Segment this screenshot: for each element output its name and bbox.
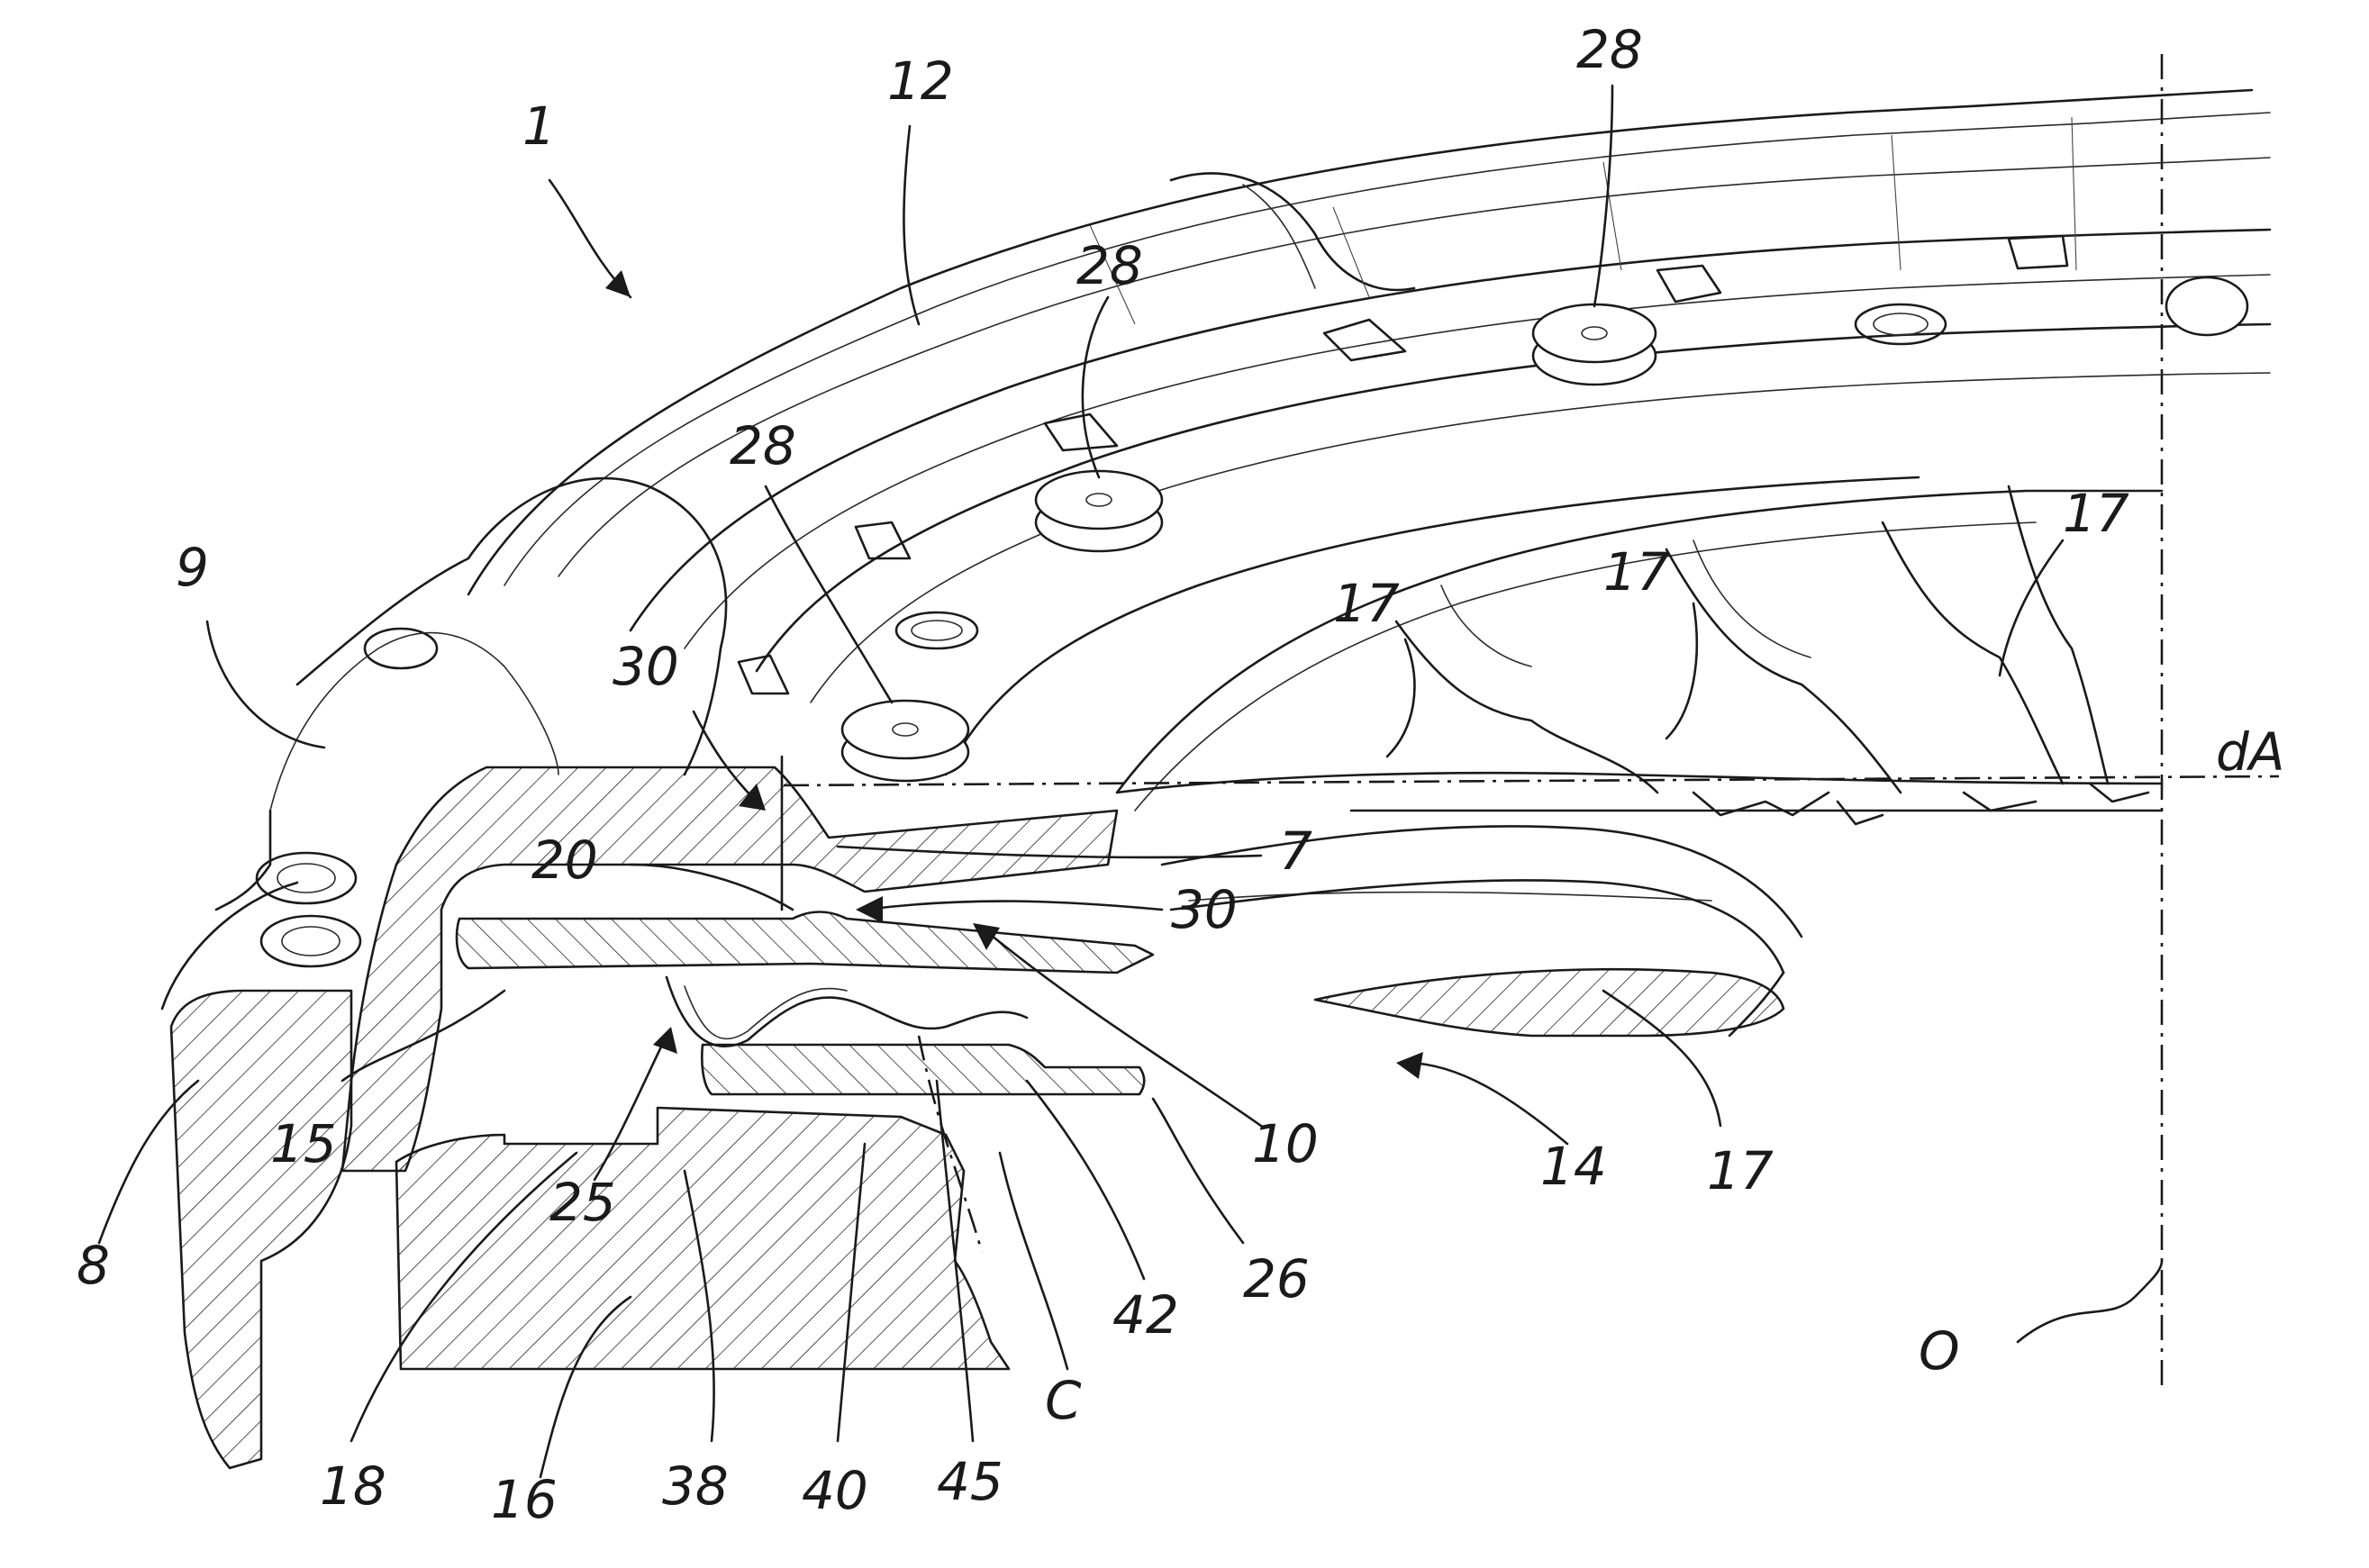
ref-17-d: 17: [1707, 1140, 1774, 1201]
rivets-28: [842, 277, 2247, 781]
ref-14: 14: [1540, 1136, 1607, 1197]
rivet-left: [842, 701, 968, 781]
ref-38: 38: [662, 1455, 729, 1517]
ref-42: 42: [1112, 1284, 1179, 1346]
ref-15: 15: [270, 1113, 337, 1174]
ref-30-lower: 30: [1171, 879, 1238, 940]
ref-16: 16: [491, 1469, 558, 1530]
ref-12: 12: [887, 50, 954, 112]
ref-7: 7: [1279, 820, 1312, 882]
ref-17-b: 17: [1603, 541, 1670, 603]
ref-28-top: 28: [1576, 19, 1643, 80]
ref-10: 10: [1252, 1113, 1319, 1174]
ref-28-middle: 28: [1076, 235, 1143, 296]
ref-C: C: [1045, 1370, 1082, 1431]
rivet-far-right: [2166, 277, 2247, 335]
ref-45: 45: [937, 1451, 1003, 1512]
rivet-middle: [1036, 471, 1162, 551]
ref-20: 20: [531, 829, 598, 891]
ref-18: 18: [320, 1455, 386, 1517]
ref-8: 8: [77, 1235, 110, 1296]
flywheel-16-section: [396, 1108, 1009, 1369]
flange-8-section: [171, 991, 351, 1468]
rivet-top-right: [1533, 304, 1656, 385]
ref-26: 26: [1243, 1248, 1310, 1310]
ref-1: 1: [522, 95, 556, 157]
ref-17-a: 17: [1333, 573, 1400, 634]
pressure-plate-section: [457, 912, 1153, 974]
housing-outline: [297, 478, 726, 775]
ref-40: 40: [802, 1460, 868, 1521]
ref-dA: dA: [2216, 721, 2285, 783]
ref-17-c: 17: [2063, 483, 2129, 544]
ref-25: 25: [549, 1172, 616, 1233]
ref-28-left: 28: [730, 415, 796, 476]
ring-holes: [896, 304, 1946, 648]
ref-30-top: 30: [613, 636, 679, 697]
ref-O: O: [1919, 1320, 1960, 1382]
ref-9: 9: [176, 537, 209, 598]
diaphragm-14-section: [1315, 969, 1784, 1036]
spring-40-45: [667, 977, 1027, 1047]
